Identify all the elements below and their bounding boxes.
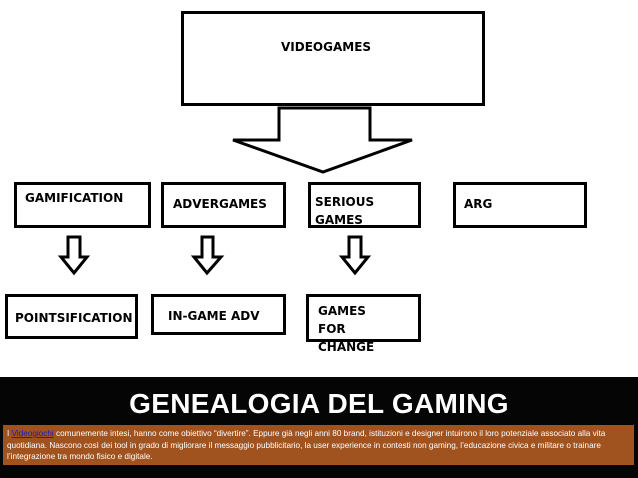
arg-box: ARG (453, 182, 587, 228)
serious-games-box: SERIOUS GAMES (308, 182, 421, 228)
videogames-box: VIDEOGAMES (181, 11, 485, 106)
games-for-change-box: GAMES FOR CHANGE (306, 294, 421, 354)
serious-games-label: SERIOUS GAMES (315, 195, 375, 227)
big-down-arrow (232, 106, 413, 174)
advergames-down-arrow (190, 235, 225, 276)
caption-text: comunemente intesi, hanno come obiettivo… (7, 429, 606, 461)
gamification-label: GAMIFICATION (25, 191, 124, 205)
pointsification-label: POINTSIFICATION (15, 311, 133, 325)
serious-games-down-arrow (338, 235, 372, 276)
videogames-label: VIDEOGAMES (281, 40, 372, 54)
caption-prefix: I (7, 429, 12, 438)
advergames-box: ADVERGAMES (161, 182, 286, 228)
banner-title: GENEALOGIA DEL GAMING (129, 388, 509, 419)
arg-label: ARG (464, 197, 493, 211)
advergames-label: ADVERGAMES (173, 197, 267, 211)
gamification-box: GAMIFICATION (14, 182, 151, 228)
videogiochi-link[interactable]: Videogiochi (11, 429, 54, 438)
games-for-change-label: GAMES FOR CHANGE (318, 304, 375, 354)
banner-caption: I Videogiochi comunemente intesi, hanno … (3, 425, 634, 465)
gamification-down-arrow (57, 235, 91, 276)
in-game-adv-box: IN-GAME ADV (151, 294, 286, 335)
pointsification-box: POINTSIFICATION (5, 294, 138, 339)
in-game-adv-label: IN-GAME ADV (168, 309, 260, 323)
